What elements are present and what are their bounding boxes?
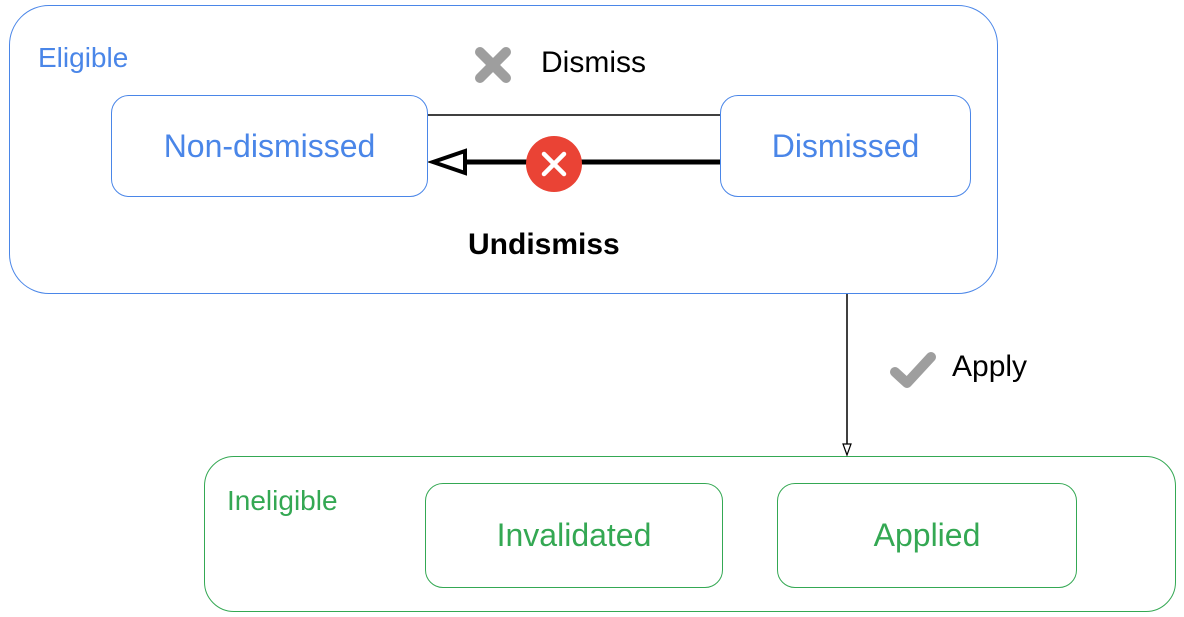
ineligible-group-label: Ineligible bbox=[227, 485, 338, 516]
x-mark-icon bbox=[475, 47, 511, 83]
invalidated-state: Invalidated bbox=[425, 483, 723, 588]
eligible-group-label: Eligible bbox=[38, 42, 129, 73]
invalidated-state-label: Invalidated bbox=[496, 517, 652, 553]
dismissed-state-label: Dismissed bbox=[771, 127, 920, 164]
apply-arrowhead bbox=[842, 443, 852, 457]
error-circle-icon bbox=[526, 136, 582, 192]
non-dismissed-state-label: Non-dismissed bbox=[163, 127, 376, 164]
checkmark-icon bbox=[890, 352, 936, 388]
applied-state: Applied bbox=[777, 483, 1077, 588]
dismissed-state: Dismissed bbox=[720, 95, 971, 197]
undismiss-transition-label: Undismiss bbox=[468, 228, 620, 261]
dismiss-transition-label: Dismiss bbox=[541, 46, 646, 79]
apply-transition-label: Apply bbox=[952, 350, 1028, 383]
applied-state-label: Applied bbox=[873, 517, 981, 553]
non-dismissed-state: Non-dismissed bbox=[111, 95, 428, 197]
